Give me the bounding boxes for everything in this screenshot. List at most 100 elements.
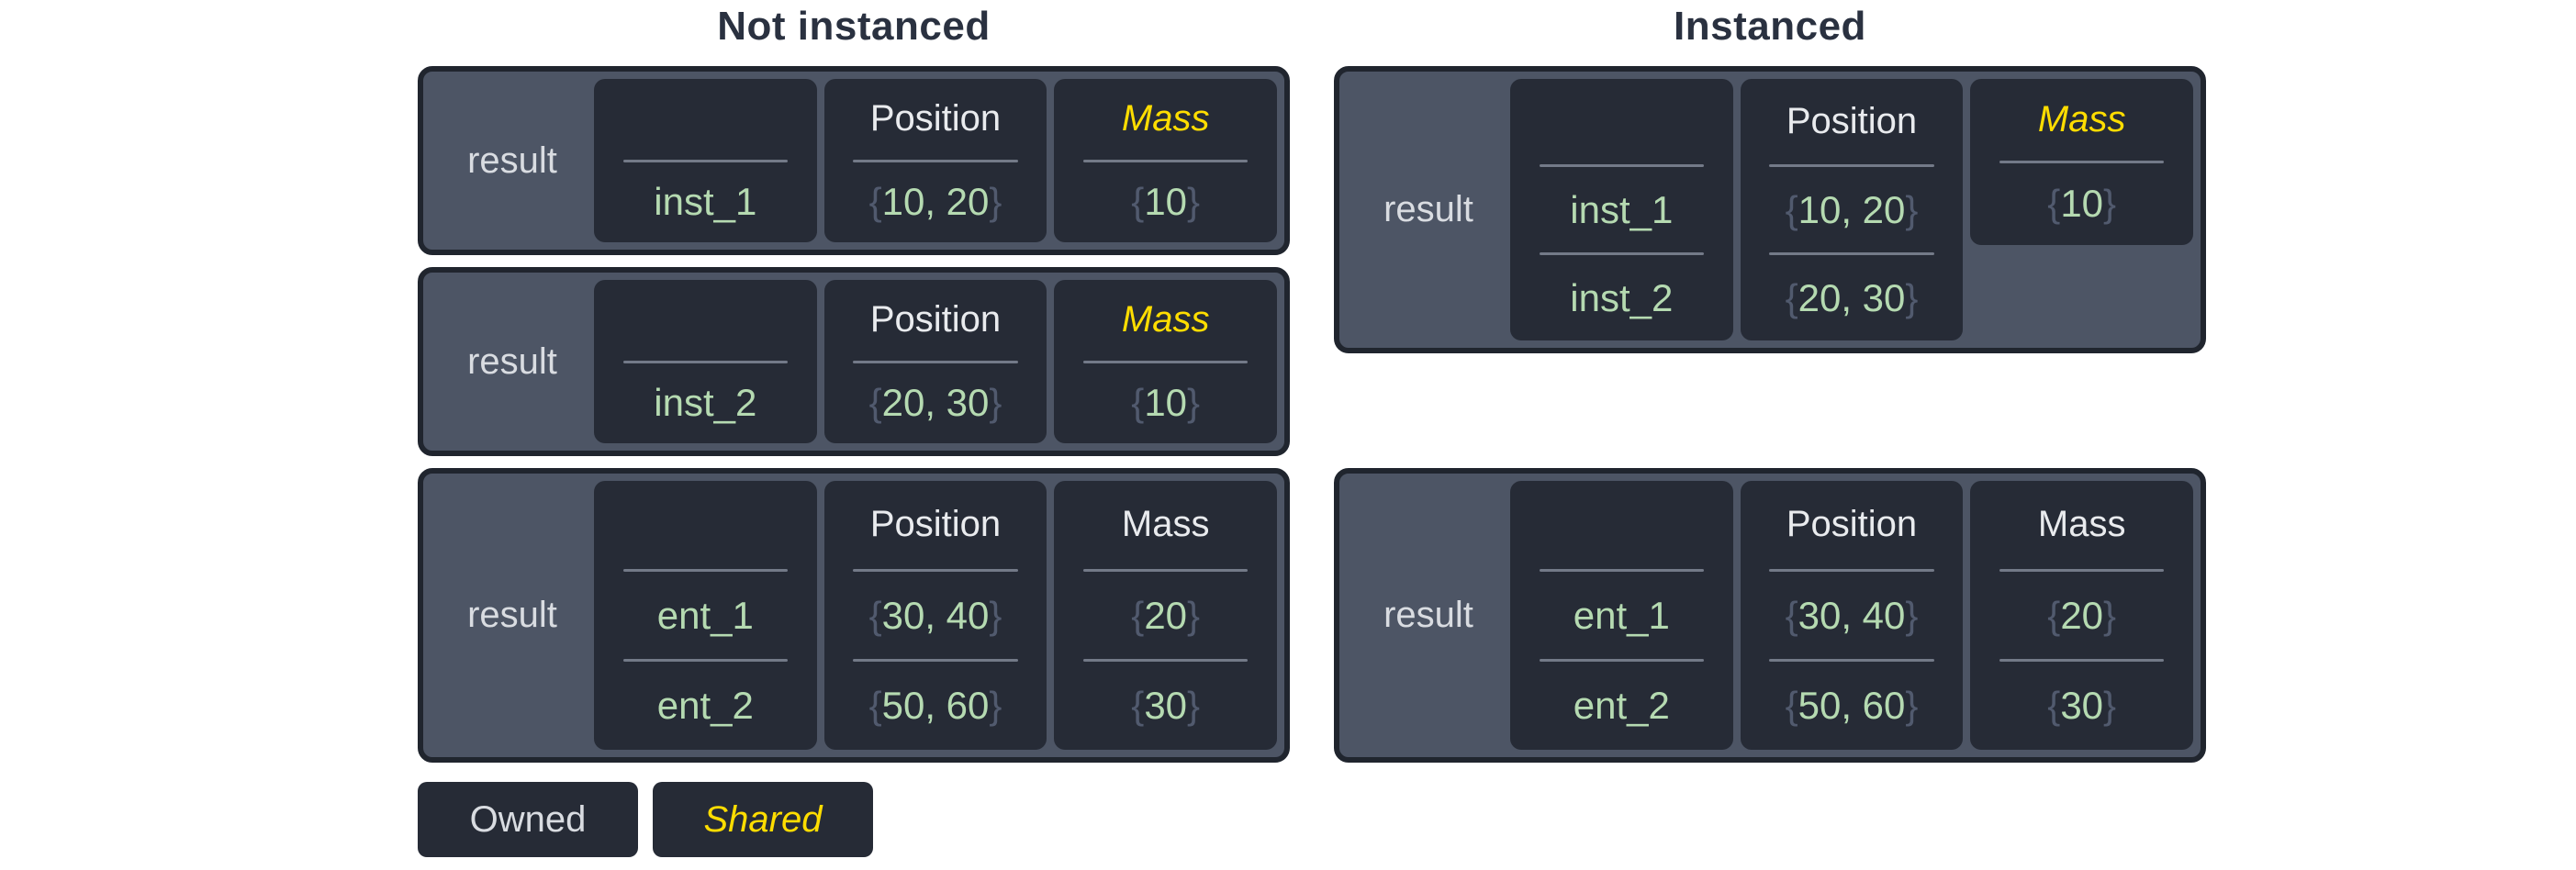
open-brace: { — [2047, 182, 2061, 226]
open-brace: { — [868, 381, 882, 425]
value-cell: {50, 60} — [824, 662, 1047, 750]
row-divider — [1999, 659, 2165, 663]
row-divider — [1082, 360, 1249, 363]
row-divider — [1082, 159, 1249, 162]
position-column: Position {10, 20} — [823, 79, 1047, 243]
row-divider — [853, 159, 1018, 162]
value-cell: ent_2 — [1510, 662, 1733, 750]
value-cell: inst_2 — [594, 363, 817, 444]
open-brace: { — [1131, 381, 1145, 425]
value-text: ent_2 — [656, 684, 754, 728]
row-divider — [622, 360, 789, 363]
close-brace: } — [989, 180, 1002, 224]
open-brace: { — [1131, 180, 1145, 224]
open-brace: { — [1785, 275, 1798, 319]
value-cell: {30} — [1054, 662, 1277, 750]
mass-column: Mass {10} — [1970, 79, 2194, 245]
open-brace: { — [1785, 684, 1798, 728]
row-divider — [1769, 252, 1934, 255]
value-cell: {50, 60} — [1741, 662, 1964, 750]
value-cell: {10, 20} — [1741, 167, 1964, 252]
mass-column-header: Mass — [2037, 504, 2126, 545]
value-cell: {30, 40} — [1741, 572, 1964, 660]
value-cell: {10, 20} — [824, 162, 1047, 243]
row-divider — [853, 659, 1018, 663]
result-label: result — [1383, 189, 1473, 229]
mass-column-header: Mass — [1121, 299, 1210, 340]
value-text: ent_1 — [1573, 593, 1670, 637]
row-divider — [1769, 568, 1934, 572]
value-text: 20, 30 — [1798, 275, 1906, 319]
open-brace: { — [868, 180, 882, 224]
position-column-header: Position — [1786, 504, 1918, 545]
close-brace: } — [989, 684, 1002, 728]
value-text: 10, 20 — [881, 180, 990, 224]
empty-column-header — [594, 79, 817, 160]
open-brace: { — [1131, 684, 1145, 728]
legend: Owned Shared — [418, 782, 873, 857]
value-text: 30, 40 — [1798, 593, 1906, 637]
row-divider — [1082, 659, 1249, 663]
close-brace: } — [1187, 593, 1201, 637]
group-title-not-instanced: Not instanced — [717, 4, 991, 49]
position-column-header: Position — [869, 98, 1002, 139]
mass-column-header: Mass — [2037, 98, 2126, 139]
row-divider — [1082, 568, 1249, 572]
row-divider — [1999, 160, 2165, 163]
row-divider — [622, 568, 789, 572]
position-column-header: Position — [869, 504, 1002, 545]
value-text: inst_1 — [654, 180, 757, 224]
result-label: result — [467, 139, 557, 181]
close-brace: } — [1187, 180, 1201, 224]
value-text: 30, 40 — [881, 593, 990, 637]
empty-column-header — [594, 481, 817, 569]
value-text: ent_1 — [656, 593, 754, 637]
value-cell: ent_1 — [594, 572, 817, 660]
value-text: 50, 60 — [1798, 684, 1906, 728]
value-text: 20 — [1144, 593, 1188, 637]
value-cell: inst_2 — [1510, 255, 1733, 340]
open-brace: { — [868, 593, 882, 637]
open-brace: { — [1131, 593, 1145, 637]
value-cell: {30, 40} — [824, 572, 1047, 660]
position-column-header: Position — [1786, 101, 1918, 141]
open-brace: { — [2047, 593, 2061, 637]
close-brace: } — [2103, 684, 2117, 728]
position-column: Position{30, 40}{50, 60} — [1740, 481, 1964, 750]
value-cell: {20, 30} — [1741, 255, 1964, 340]
value-text: 20 — [2060, 593, 2104, 637]
open-brace: { — [1785, 593, 1798, 637]
row-divider — [1999, 568, 2165, 572]
row-divider — [1769, 164, 1934, 167]
value-cell: {30} — [1970, 662, 2193, 750]
value-text: inst_2 — [654, 381, 757, 425]
position-column: Position{20, 30} — [823, 280, 1047, 443]
entity-column: ent_1 ent_2 — [1510, 481, 1733, 750]
row-divider — [853, 360, 1018, 363]
open-brace: { — [868, 684, 882, 728]
value-text: 20, 30 — [881, 381, 990, 425]
close-brace: } — [1905, 684, 1919, 728]
group-title-instanced: Instanced — [1674, 4, 1866, 49]
value-text: 10, 20 — [1798, 187, 1906, 231]
value-cell: {10} — [1970, 163, 2193, 245]
value-text: ent_2 — [1573, 684, 1670, 728]
mass-column-header: Mass — [1121, 98, 1210, 139]
value-cell: inst_1 — [594, 162, 817, 243]
close-brace: } — [989, 593, 1002, 637]
position-column: Position {10, 20}{20, 30} — [1740, 79, 1964, 340]
close-brace: } — [1187, 684, 1201, 728]
value-cell: {10} — [1054, 162, 1277, 243]
row-divider — [1539, 164, 1705, 167]
open-brace: { — [2047, 684, 2061, 728]
value-cell: inst_1 — [1510, 167, 1733, 252]
row-divider — [1539, 659, 1705, 663]
